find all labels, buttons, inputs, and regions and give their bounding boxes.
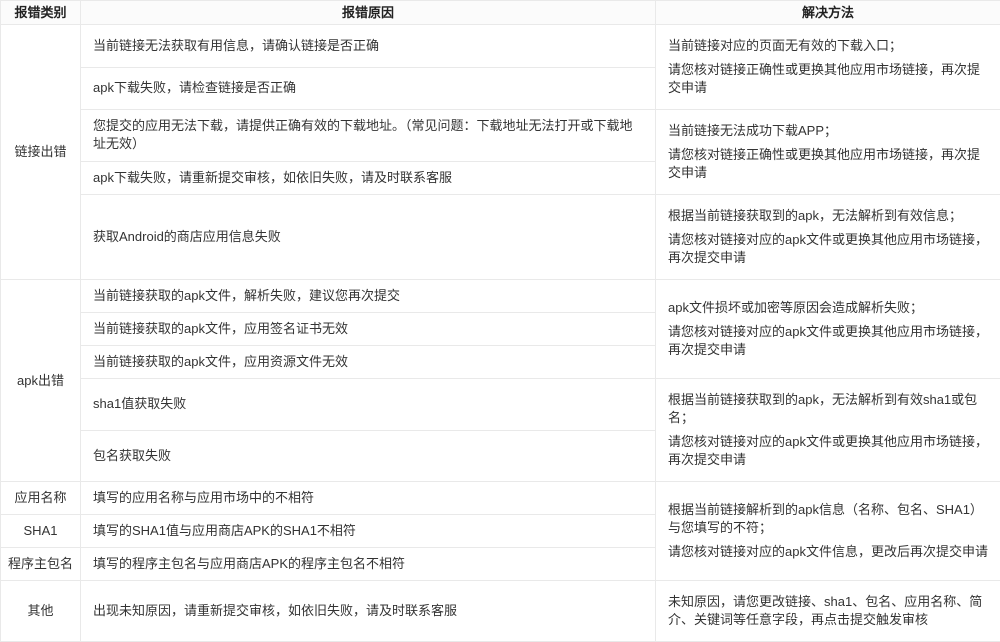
table-row: sha1值获取失败根据当前链接获取到的apk，无法解析到有效sha1或包名；请您… bbox=[1, 379, 1000, 431]
category-cell: apk出错 bbox=[1, 280, 81, 482]
reason-cell: 当前链接获取的apk文件，应用签名证书无效 bbox=[81, 313, 656, 346]
reason-cell: 填写的应用名称与应用市场中的不相符 bbox=[81, 482, 656, 515]
reason-cell: sha1值获取失败 bbox=[81, 379, 656, 431]
solution-line: 请您核对链接对应的apk文件或更换其他应用市场链接，再次提交申请 bbox=[668, 433, 988, 469]
table-body: 链接出错当前链接无法获取有用信息，请确认链接是否正确当前链接对应的页面无有效的下… bbox=[1, 25, 1000, 642]
solution-line: 请您核对链接正确性或更换其他应用市场链接，再次提交申请 bbox=[668, 146, 988, 182]
reason-cell: 出现未知原因，请重新提交审核，如依旧失败，请及时联系客服 bbox=[81, 581, 656, 642]
solution-cell: 当前链接无法成功下载APP； 请您核对链接正确性或更换其他应用市场链接，再次提交申… bbox=[656, 110, 1000, 195]
reason-cell: 填写的SHA1值与应用商店APK的SHA1不相符 bbox=[81, 515, 656, 548]
solution-line: 根据当前链接解析到的apk信息（名称、包名、SHA1）与您填写的不符； bbox=[668, 501, 988, 537]
reason-cell: 当前链接获取的apk文件，解析失败，建议您再次提交 bbox=[81, 280, 656, 313]
reason-cell: 填写的程序主包名与应用商店APK的程序主包名不相符 bbox=[81, 548, 656, 581]
solution-line: 当前链接对应的页面无有效的下载入口； bbox=[668, 37, 988, 55]
table-header: 报错类别 报错原因 解决方法 bbox=[1, 1, 1000, 25]
table-row: 获取Android的商店应用信息失败根据当前链接获取到的apk，无法解析到有效信… bbox=[1, 195, 1000, 280]
solution-line: 请您核对链接对应的apk文件信息，更改后再次提交申请 bbox=[668, 543, 988, 561]
reason-cell: 获取Android的商店应用信息失败 bbox=[81, 195, 656, 280]
reason-cell: apk下载失败，请检查链接是否正确 bbox=[81, 67, 656, 110]
solution-line: 根据当前链接获取到的apk，无法解析到有效sha1或包名； bbox=[668, 391, 988, 427]
reason-cell: 当前链接无法获取有用信息，请确认链接是否正确 bbox=[81, 25, 656, 68]
solution-line: 未知原因，请您更改链接、sha1、包名、应用名称、简介、关键词等任意字段，再点击… bbox=[668, 593, 988, 629]
reason-cell: 您提交的应用无法下载，请提供正确有效的下载地址。（常见问题：下载地址无法打开或下… bbox=[81, 110, 656, 162]
reason-cell: 包名获取失败 bbox=[81, 430, 656, 482]
solution-line: 当前链接无法成功下载APP； bbox=[668, 122, 988, 140]
solution-cell: 未知原因，请您更改链接、sha1、包名、应用名称、简介、关键词等任意字段，再点击… bbox=[656, 581, 1000, 642]
category-cell: 程序主包名 bbox=[1, 548, 81, 581]
solution-cell: 当前链接对应的页面无有效的下载入口； 请您核对链接正确性或更换其他应用市场链接，再… bbox=[656, 25, 1000, 110]
header-solution: 解决方法 bbox=[656, 1, 1000, 25]
table-row: 应用名称填写的应用名称与应用市场中的不相符根据当前链接解析到的apk信息（名称、… bbox=[1, 482, 1000, 515]
solution-line: 请您核对链接对应的apk文件或更换其他应用市场链接，再次提交申请 bbox=[668, 323, 988, 359]
solution-cell: 根据当前链接获取到的apk，无法解析到有效sha1或包名； 请您核对链接对应的ap… bbox=[656, 379, 1000, 482]
reason-cell: apk下载失败，请重新提交审核，如依旧失败，请及时联系客服 bbox=[81, 161, 656, 194]
solution-line: apk文件损坏或加密等原因会造成解析失败； bbox=[668, 299, 988, 317]
solution-cell: apk文件损坏或加密等原因会造成解析失败； 请您核对链接对应的apk文件或更换其他… bbox=[656, 280, 1000, 379]
category-cell: SHA1 bbox=[1, 515, 81, 548]
reason-cell: 当前链接获取的apk文件，应用资源文件无效 bbox=[81, 346, 656, 379]
category-cell: 其他 bbox=[1, 581, 81, 642]
solution-cell: 根据当前链接获取到的apk，无法解析到有效信息； 请您核对链接对应的apk文件或更… bbox=[656, 195, 1000, 280]
solution-cell: 根据当前链接解析到的apk信息（名称、包名、SHA1）与您填写的不符； 请您核对链… bbox=[656, 482, 1000, 581]
solution-line: 请您核对链接对应的apk文件或更换其他应用市场链接，再次提交申请 bbox=[668, 231, 988, 267]
table-row: 您提交的应用无法下载，请提供正确有效的下载地址。（常见问题：下载地址无法打开或下… bbox=[1, 110, 1000, 162]
solution-line: 根据当前链接获取到的apk，无法解析到有效信息； bbox=[668, 207, 988, 225]
header-error-reason: 报错原因 bbox=[81, 1, 656, 25]
category-cell: 链接出错 bbox=[1, 25, 81, 280]
category-cell: 应用名称 bbox=[1, 482, 81, 515]
table-row: 其他出现未知原因，请重新提交审核，如依旧失败，请及时联系客服未知原因，请您更改链… bbox=[1, 581, 1000, 642]
solution-line: 请您核对链接正确性或更换其他应用市场链接，再次提交申请 bbox=[668, 61, 988, 97]
header-error-category: 报错类别 bbox=[1, 1, 81, 25]
table-row: 链接出错当前链接无法获取有用信息，请确认链接是否正确当前链接对应的页面无有效的下… bbox=[1, 25, 1000, 68]
header-row: 报错类别 报错原因 解决方法 bbox=[1, 1, 1000, 25]
